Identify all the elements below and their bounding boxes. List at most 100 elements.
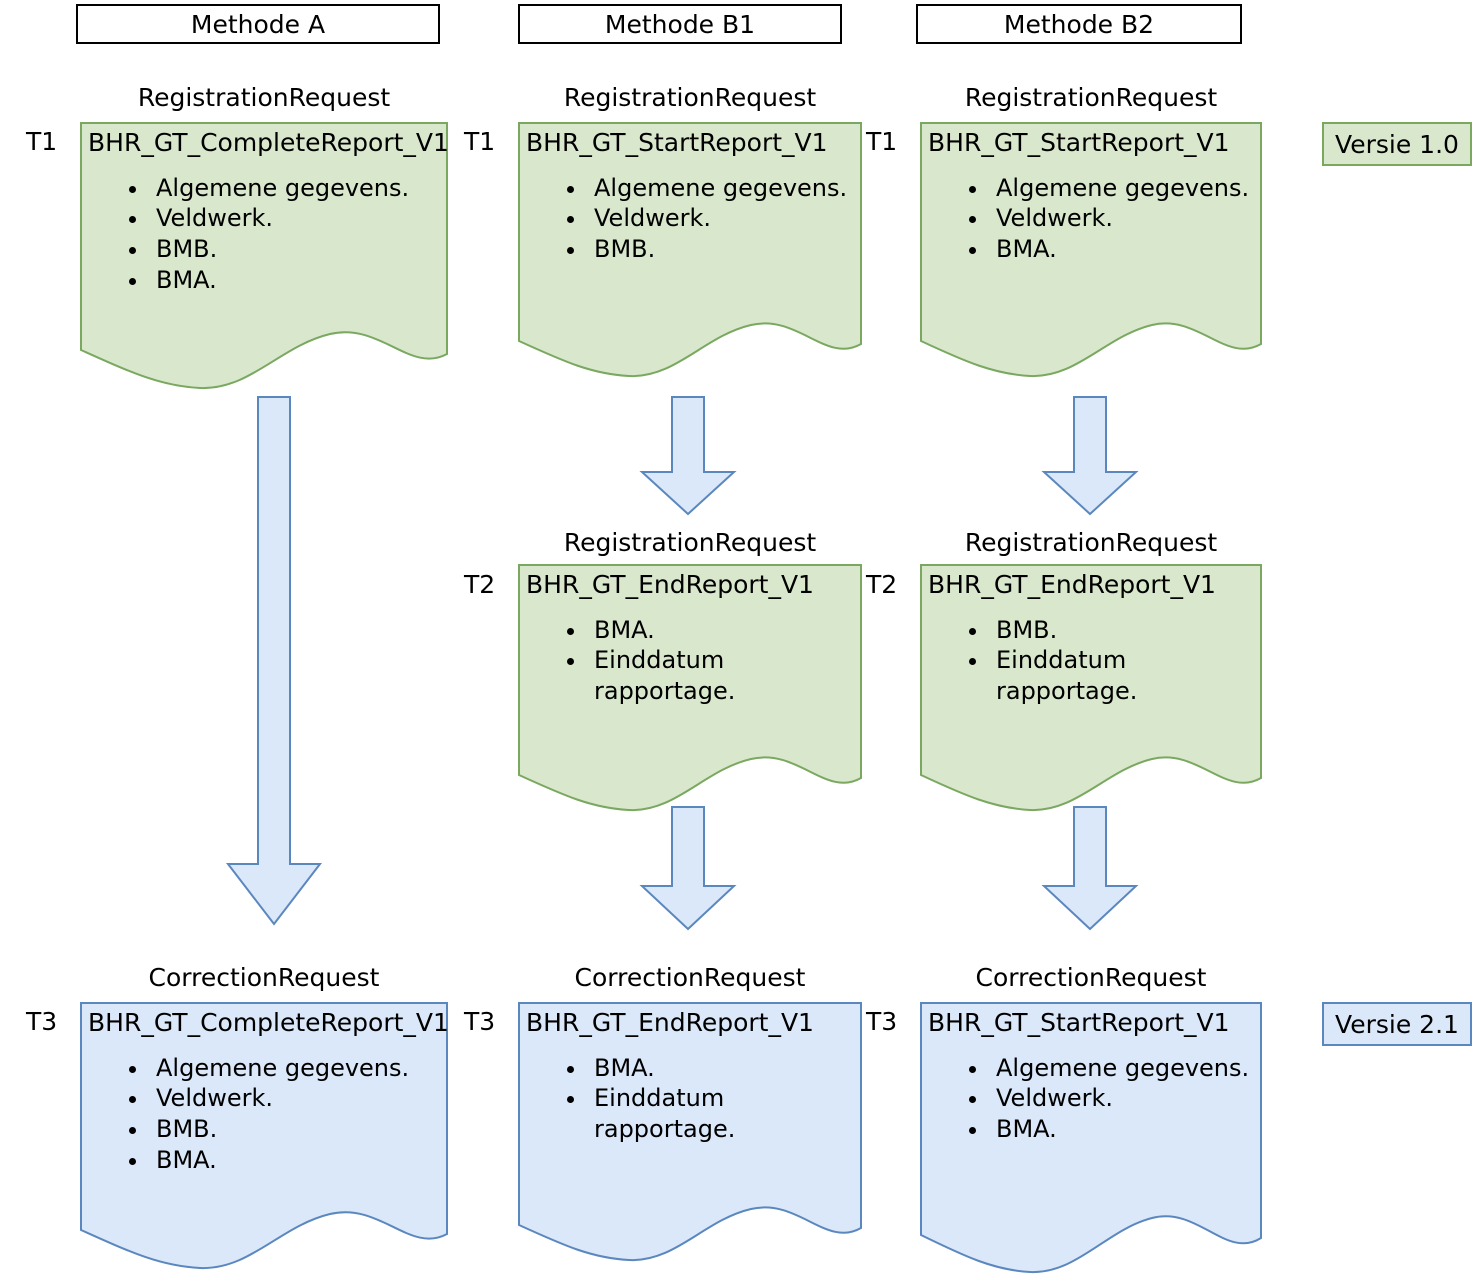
- list-item: Veldwerk.: [990, 1083, 1258, 1114]
- doc-title: BHR_GT_StartReport_V1: [928, 128, 1230, 157]
- down-arrow-icon: [1041, 396, 1139, 516]
- doc-item-list: BMB. Einddatum rapportage.: [928, 615, 1258, 707]
- time-text: T3: [26, 1007, 58, 1036]
- doc-shape-green: [518, 564, 862, 812]
- caption-text: CorrectionRequest: [975, 963, 1207, 992]
- doc-item-list: BMA. Einddatum rapportage.: [526, 615, 858, 707]
- doc-b1-t3[interactable]: BHR_GT_EndReport_V1 BMA. Einddatum rappo…: [518, 1002, 862, 1264]
- legend-versie-2-1[interactable]: Versie 2.1: [1322, 1002, 1472, 1046]
- down-arrow-icon: [639, 396, 737, 516]
- time-text: T2: [866, 570, 898, 599]
- caption-text: RegistrationRequest: [964, 528, 1218, 557]
- doc-shape-green: [80, 122, 448, 390]
- list-item: BMB.: [150, 1114, 444, 1145]
- caption-b2-t1: RegistrationRequest: [920, 85, 1262, 110]
- list-item: Algemene gegevens.: [990, 173, 1258, 204]
- time-label-a-t3: T3: [26, 1009, 57, 1034]
- time-label-b2-t3: T3: [866, 1009, 897, 1034]
- doc-item-list: Algemene gegevens. Veldwerk. BMB. BMA.: [88, 173, 444, 296]
- doc-shape-blue: [920, 1002, 1262, 1274]
- caption-text: CorrectionRequest: [574, 963, 806, 992]
- doc-title: BHR_GT_EndReport_V1: [526, 570, 814, 599]
- doc-b1-t2[interactable]: BHR_GT_EndReport_V1 BMA. Einddatum rappo…: [518, 564, 862, 814]
- doc-b2-t1[interactable]: BHR_GT_StartReport_V1 Algemene gegevens.…: [920, 122, 1262, 380]
- time-text: T3: [866, 1007, 898, 1036]
- caption-text: RegistrationRequest: [563, 528, 817, 557]
- list-item: BMA.: [150, 265, 444, 296]
- caption-b1-t2: RegistrationRequest: [518, 530, 862, 555]
- list-item: Algemene gegevens.: [990, 1053, 1258, 1084]
- time-text: T1: [464, 127, 496, 156]
- doc-shape-blue: [518, 1002, 862, 1262]
- caption-text: RegistrationRequest: [964, 83, 1218, 112]
- time-label-b2-t1: T1: [866, 129, 897, 154]
- list-item: Veldwerk.: [990, 203, 1258, 234]
- down-arrow-icon: [225, 396, 323, 926]
- caption-text: RegistrationRequest: [137, 83, 391, 112]
- list-item: Veldwerk.: [588, 203, 858, 234]
- legend-label: Versie 1.0: [1335, 129, 1459, 159]
- header-box-methode-a[interactable]: Methode A: [76, 4, 440, 44]
- legend-label: Versie 2.1: [1335, 1009, 1459, 1039]
- time-label-b2-t2: T2: [866, 572, 897, 597]
- caption-b2-t2: RegistrationRequest: [920, 530, 1262, 555]
- list-item: BMB.: [150, 234, 444, 265]
- list-item: BMA.: [588, 1053, 858, 1084]
- doc-shape-green: [920, 564, 1262, 812]
- header-label: Methode B2: [1003, 9, 1155, 39]
- doc-title: BHR_GT_EndReport_V1: [526, 1008, 814, 1037]
- time-text: T2: [464, 570, 496, 599]
- header-label: Methode A: [190, 9, 326, 39]
- arrow-b1-t1-to-t2: [639, 396, 737, 516]
- caption-b2-t3: CorrectionRequest: [920, 965, 1262, 990]
- list-item: Einddatum rapportage.: [588, 645, 858, 706]
- doc-item-list: Algemene gegevens. Veldwerk. BMA.: [928, 173, 1258, 265]
- arrow-b1-t2-to-t3: [639, 806, 737, 931]
- doc-a-t1[interactable]: BHR_GT_CompleteReport_V1 Algemene gegeve…: [80, 122, 449, 390]
- doc-title: BHR_GT_CompleteReport_V1: [88, 128, 449, 157]
- list-item: BMA.: [990, 1114, 1258, 1145]
- down-arrow-icon: [1041, 806, 1139, 931]
- doc-item-list: BMA. Einddatum rapportage.: [526, 1053, 858, 1145]
- doc-b2-t3[interactable]: BHR_GT_StartReport_V1 Algemene gegevens.…: [920, 1002, 1262, 1277]
- header-box-methode-b2[interactable]: Methode B2: [916, 4, 1242, 44]
- list-item: Einddatum rapportage.: [990, 645, 1258, 706]
- time-label-a-t1: T1: [26, 129, 57, 154]
- doc-b1-t1[interactable]: BHR_GT_StartReport_V1 Algemene gegevens.…: [518, 122, 862, 380]
- doc-item-list: Algemene gegevens. Veldwerk. BMA.: [928, 1053, 1258, 1145]
- time-label-b1-t2: T2: [464, 572, 495, 597]
- header-box-methode-b1[interactable]: Methode B1: [518, 4, 842, 44]
- list-item: BMB.: [588, 234, 858, 265]
- list-item: BMA.: [150, 1145, 444, 1176]
- doc-item-list: Algemene gegevens. Veldwerk. BMB. BMA.: [88, 1053, 444, 1176]
- arrow-b2-t1-to-t2: [1041, 396, 1139, 516]
- doc-item-list: Algemene gegevens. Veldwerk. BMB.: [526, 173, 858, 265]
- list-item: Algemene gegevens.: [588, 173, 858, 204]
- list-item: Algemene gegevens.: [150, 173, 444, 204]
- doc-title: BHR_GT_CompleteReport_V1: [88, 1008, 449, 1037]
- list-item: BMA.: [990, 234, 1258, 265]
- arrow-b2-t2-to-t3: [1041, 806, 1139, 931]
- doc-a-t3[interactable]: BHR_GT_CompleteReport_V1 Algemene gegeve…: [80, 1002, 449, 1270]
- caption-text: RegistrationRequest: [563, 83, 817, 112]
- doc-shape-green: [518, 122, 862, 378]
- list-item: BMB.: [990, 615, 1258, 646]
- caption-text: CorrectionRequest: [148, 963, 380, 992]
- caption-b1-t1: RegistrationRequest: [518, 85, 862, 110]
- legend-versie-1-0[interactable]: Versie 1.0: [1322, 122, 1472, 166]
- list-item: Veldwerk.: [150, 1083, 444, 1114]
- caption-a-t3: CorrectionRequest: [80, 965, 448, 990]
- time-text: T1: [26, 127, 58, 156]
- list-item: Veldwerk.: [150, 203, 444, 234]
- doc-shape-green: [920, 122, 1262, 378]
- header-label: Methode B1: [604, 9, 756, 39]
- doc-title: BHR_GT_StartReport_V1: [928, 1008, 1230, 1037]
- time-text: T3: [464, 1007, 496, 1036]
- caption-a-t1: RegistrationRequest: [80, 85, 448, 110]
- arrow-a-t1-to-t3: [225, 396, 323, 926]
- list-item: Einddatum rapportage.: [588, 1083, 858, 1144]
- doc-b2-t2[interactable]: BHR_GT_EndReport_V1 BMB. Einddatum rappo…: [920, 564, 1262, 814]
- doc-title: BHR_GT_EndReport_V1: [928, 570, 1216, 599]
- down-arrow-icon: [639, 806, 737, 931]
